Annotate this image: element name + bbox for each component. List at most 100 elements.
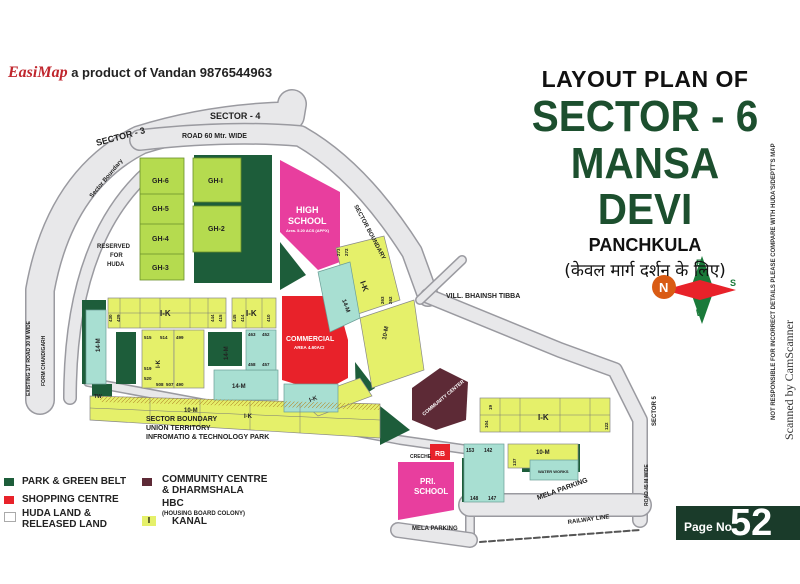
plot-444: 444	[210, 314, 215, 322]
plot-452: 452	[262, 332, 270, 337]
plot-104: 104	[484, 420, 489, 428]
scanned-watermark: Scanned by CamScanner	[782, 320, 796, 440]
label-commercial: COMMERCIAL	[286, 336, 335, 343]
plot-122: 122	[604, 422, 609, 430]
legend: PARK & GREEN BELT SHOPPING CENTRE HUDA L…	[0, 470, 320, 584]
label-14m-1: 14-M	[96, 338, 102, 352]
label-14m-2: 14-M	[224, 346, 230, 360]
legend-released-land: RELEASED LAND	[22, 519, 108, 530]
legend-park: PARK & GREEN BELT	[22, 476, 127, 487]
plot-414: 414	[240, 314, 245, 322]
plot-463: 463	[248, 332, 256, 337]
legend-kanal: KANAL	[172, 516, 207, 527]
label-sector4: SECTOR - 4	[210, 111, 260, 121]
plot-19: 19	[488, 404, 493, 410]
label-gh1: GH-I	[208, 178, 223, 185]
title-line1: LAYOUT PLAN OF	[541, 66, 749, 92]
compass-rose: N E S W	[652, 256, 736, 324]
label-10m-2: 10-M	[382, 326, 390, 341]
plot-499: 499	[176, 335, 184, 340]
compass-north-badge	[652, 275, 676, 299]
legend-community: COMMUNITY CENTRE	[162, 474, 268, 485]
label-14m-4: 14-M	[340, 299, 350, 314]
label-union-territory: UNION TERRITORY	[146, 425, 211, 432]
label-railway: RAILWAY LINE	[567, 514, 609, 526]
compass-north: N	[659, 280, 668, 295]
label-road45: ROAD 45 M WIDE	[644, 464, 650, 506]
plot-148: 148	[470, 496, 479, 502]
easimap-logo: EasiMap	[8, 64, 68, 81]
legend-huda-swatch	[4, 512, 16, 522]
label-existing-road: EXISTING 1/T ROAD 30 M WIDE	[26, 320, 32, 396]
label-10m-1: 10-M	[184, 408, 198, 414]
legend-dharmshala: & DHARMSHALA	[162, 485, 244, 496]
plot-520: 520	[144, 376, 152, 381]
plot-430: 430	[108, 314, 113, 322]
label-ik-7: I-K	[309, 395, 319, 404]
plot-grid-lines	[89, 298, 610, 433]
label-14m-3: 14-M	[232, 384, 246, 390]
plot-147: 147	[488, 496, 497, 502]
plot-263: 263	[380, 296, 385, 304]
plot-262: 262	[388, 296, 393, 304]
legend-hbc-sub: (HOUSING BOARD COLONY)	[162, 511, 245, 517]
plot-429: 429	[116, 314, 121, 322]
label-infromatio: INFROMATIO & TECHNOLOGY PARK	[146, 434, 269, 441]
label-gh3: GH-3	[152, 265, 169, 272]
label-high-school-area: Area. 5.20 ACS (APPX)	[286, 228, 330, 233]
high-school-area	[280, 160, 340, 270]
label-gh2: GH-2	[208, 226, 225, 233]
plot-415: 415	[218, 314, 223, 322]
legend-shopping: SHOPPING CENTRE	[22, 494, 119, 505]
community-center	[412, 368, 468, 430]
compass-east: E	[696, 258, 702, 268]
compass-south: S	[730, 278, 736, 288]
label-ik-4: I-K	[538, 413, 549, 422]
label-pri-school: PRI.	[420, 477, 436, 486]
label-ik-2: I-K	[246, 309, 257, 318]
group-housing	[139, 157, 242, 281]
legend-shopping-swatch	[4, 496, 14, 504]
label-water-works: WATER WORKS	[538, 469, 569, 474]
label-creche: CRECHE	[410, 454, 432, 460]
primary-school	[398, 462, 454, 520]
label-gh6: GH-6	[152, 178, 169, 185]
label-reserved: RESERVED	[97, 244, 131, 250]
label-high-school: HIGH	[296, 205, 319, 215]
label-sector5: SECTOR 5	[652, 395, 658, 426]
released-land-strip	[100, 396, 380, 410]
disclaimer-text: NOT RESPONSIBLE FOR INCORRECT DETAILS PL…	[771, 143, 777, 420]
label-ik-5: I-K	[156, 359, 162, 368]
marla-plots	[85, 261, 579, 503]
title-mansa-devi: MANSA DEVI	[570, 139, 720, 234]
plot-272: 272	[344, 248, 349, 256]
compass-west: W	[696, 308, 705, 318]
plot-445: 445	[232, 314, 237, 322]
label-form-chandigarh: FORM CHANDIGARH	[41, 335, 47, 386]
label-commercial-area: AREA 4.60ACI	[294, 345, 324, 350]
label-sector-boundary-ut: SECTOR BOUNDARY	[146, 416, 218, 423]
plot-515: 515	[144, 335, 152, 340]
title-block: LAYOUT PLAN OF SECTOR - 6 MANSA DEVI PAN…	[520, 66, 770, 281]
page-label: Page No.	[684, 520, 736, 534]
group-housing-dividers	[140, 193, 184, 255]
plot-519: 519	[144, 366, 152, 371]
plot-410: 410	[266, 314, 271, 322]
legend-kanal-swatch: I	[142, 516, 156, 526]
page-number-badge: Page No. 52	[676, 506, 800, 540]
label-pri-school-2: SCHOOL	[414, 487, 448, 496]
label-tw: TW	[94, 394, 102, 400]
label-for: FOR	[110, 253, 123, 259]
legend-community-swatch	[142, 478, 152, 486]
plot-153: 153	[466, 448, 475, 454]
legend-huda-land: HUDA LAND &	[22, 508, 92, 519]
title-hindi-note: (केवल मार्ग दर्शन के लिए)	[564, 261, 726, 281]
label-rb: RB	[435, 451, 445, 458]
label-gh4: GH-4	[152, 236, 169, 243]
label-mela-parking-2: MELA PARKING	[412, 526, 458, 532]
label-road60: ROAD 60 Mtr. WIDE	[182, 133, 247, 140]
plot-514: 514	[160, 335, 168, 340]
label-10m-3: 10-M	[536, 450, 550, 456]
